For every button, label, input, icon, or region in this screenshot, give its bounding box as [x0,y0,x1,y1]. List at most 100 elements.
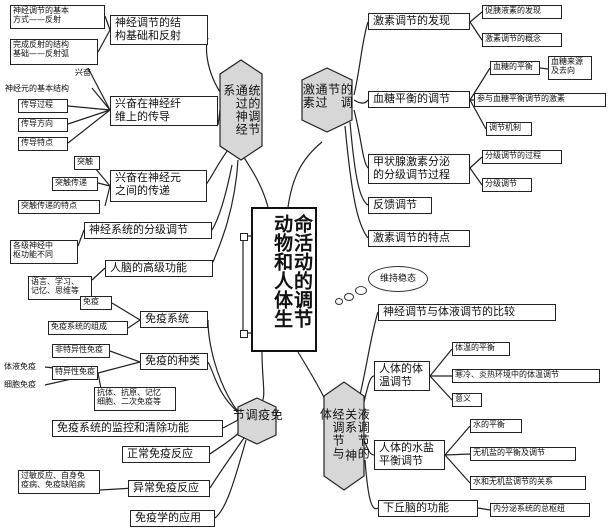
graded-regulation: 分级调节 [482,178,532,192]
antibody-memory: 抗体、抗原、记忆 细胞、二次免疫等 [94,387,176,411]
immune-system-label: 免疫系统 [145,312,189,325]
centers-function: 各级神经中 枢功能不同 [10,240,78,264]
fiber-conduction-label: 兴奋在神经纤 维上的传导 [115,97,181,123]
graded-regulation-label: 分级调节 [485,179,517,188]
temperature-environment: 寒冷、炎热环境中的体温调节 [452,369,600,383]
glucose-source: 血糖来源 及去向 [548,56,592,80]
immune-types-node: 免疫的种类 [140,353,208,370]
hub-nerve-fluid-relation: 液调节的关系 神经调节与体 [318,380,371,492]
specific-immunity-label: 特异性免疫 [55,367,95,376]
central-topic: 命活动的调节 动物和人体生 [251,207,317,352]
conduction-direction-label: 传导方向 [21,119,53,128]
water-salt-relation: 水和无机盐调节的关系 [470,476,586,490]
monitor-clear-node: 免疫系统的监控和清除功能 [52,420,223,437]
immune-system-node: 免疫系统 [140,311,208,328]
comparison-node: 神经调节与体液调节的比较 [378,304,556,321]
secretin-discovery-label: 促胰液素的发现 [485,6,541,15]
transmission-feature: 突触传递的特点 [18,200,100,214]
conduction-direction: 传导方向 [18,118,68,132]
nonspecific-immunity-label: 非特异性免疫 [55,345,103,354]
nonspecific-immunity: 非特异性免疫 [52,344,110,358]
synapse-transmission-label: 兴奋在神经元 之间的传递 [115,171,181,197]
central-topic-label: 命活动的调节 动物和人体生 [271,214,313,328]
temperature-meaning: 意义 [452,393,482,407]
immune-disorders-label: 过敏反应、自身免 疫病、免疫缺陷病 [21,471,85,490]
fiber-conduction-node: 兴奋在神经纤 维上的传导 [110,96,218,126]
synapse-transmission-short-label: 突触传递 [55,178,87,187]
hormone-discovery-label: 激素调节的发现 [373,14,450,27]
glucose-hormones-label: 参与血糖平衡调节的激素 [477,94,565,103]
glucose-source-label: 血糖来源 及去向 [551,57,583,76]
glucose-regulation-node: 血糖平衡的调节 [368,91,470,108]
abnormal-response-node: 异常免疫反应 [128,480,210,497]
conduction-process-label: 传导过程 [21,100,53,109]
hub-nerve-regulation: 统的调节 通过神经系 [218,58,264,162]
hub-fluid-label: 液调节的关系 神经调节与体 [318,408,371,462]
synapse-transmission: 突触传递 [52,177,98,191]
immune: 免疫 [80,296,112,310]
temperature-regulation-node: 人体的体 温调节 [374,361,430,391]
brain-function-label: 人脑的高级功能 [110,261,187,274]
water-balance: 水的平衡 [470,419,522,433]
hub-immune-regulation: 免疫 调节 [231,396,283,446]
hub-hormone-label: 的调节 通过激素 [301,83,354,109]
hypothalamus-node: 下丘脑的功能 [378,500,478,517]
hierarchy-node: 神经系统的分级调节 [84,222,212,239]
reflex-basic-mode: 神经调节的基本 方式——反射 [10,5,105,29]
transmission-feature-label: 突触传递的特点 [21,201,77,210]
monitor-clear-label: 免疫系统的监控和清除功能 [57,421,189,434]
glucose-balance-label: 血糖的平衡 [493,62,533,71]
reflex-structure-node: 神经调节的结 构基础和反射 [110,15,208,45]
cellular-immunity-label: 细胞免疫 [4,380,36,389]
glucose-balance: 血糖的平衡 [490,61,540,75]
cloud-dot [355,286,367,295]
regulation-mechanism: 调节机制 [486,122,532,136]
immune-types-label: 免疫的种类 [145,354,200,367]
graded-process-label: 分级调节的过程 [485,151,541,160]
glucose-hormones: 参与血糖平衡调节的激素 [474,93,606,107]
conduction-process: 传导过程 [18,99,68,113]
specific-immunity: 特异性免疫 [52,366,98,380]
reflex-structure-label: 神经调节的结 构基础和反射 [115,16,181,42]
salt-balance-label: 无机盐的平衡及调节 [473,448,545,457]
normal-response-node: 正常免疫反应 [122,446,210,463]
temperature-balance-label: 体温的平衡 [455,343,495,352]
reflex-arc-label: 完成反射的结构 基础——反射弧 [13,40,69,59]
cloud-dot [335,298,343,305]
temperature-regulation-label: 人体的体 温调节 [379,362,423,388]
brain-function-node: 人脑的高级功能 [105,260,213,277]
hormone-features-label: 激素调节的特点 [373,231,450,244]
temperature-balance: 体温的平衡 [452,342,510,356]
immune-applications-label: 免疫学的应用 [135,511,201,524]
immune-composition: 免疫系统的组成 [48,321,128,335]
center-handle-top[interactable] [240,233,248,241]
neuron-structure-label: 神经元的基本结构 [5,84,69,93]
reflex-basic-mode-label: 神经调节的基本 方式——反射 [13,6,69,25]
endocrine-hub-label: 内分泌系统的总枢纽 [493,504,565,513]
glucose-regulation-label: 血糖平衡的调节 [373,92,450,105]
immune-disorders: 过敏反应、自身免 疫病、免疫缺陷病 [18,470,100,494]
regulation-mechanism-label: 调节机制 [489,123,521,132]
conduction-feature: 传导特点 [18,137,68,151]
hormone-concept-label: 激素调节的概念 [485,34,541,43]
centers-function-label: 各级神经中 枢功能不同 [13,241,53,260]
synapse-transmission-node: 兴奋在神经元 之间的传递 [110,170,207,202]
reflex-arc: 完成反射的结构 基础——反射弧 [10,39,98,65]
endocrine-hub: 内分泌系统的总枢纽 [490,503,590,517]
center-handle-bottom[interactable] [240,330,248,338]
feedback-label: 反馈调节 [373,198,417,211]
thyroid-graded-label: 甲状腺激素分泌 的分级调节过程 [373,155,450,181]
abnormal-response-label: 异常免疫反应 [133,481,199,494]
water-salt-node: 人体的水盐 平衡调节 [374,440,445,470]
comparison-label: 神经调节与体液调节的比较 [383,305,515,318]
immune-label: 免疫 [83,297,99,306]
secretin-discovery: 促胰液素的发现 [482,5,562,19]
steady-state-cloud: 维持稳态 [368,266,428,292]
temperature-environment-label: 寒冷、炎热环境中的体温调节 [455,370,559,379]
hub-nerve-label: 统的调节 通过神经系 [221,84,261,136]
graded-process: 分级调节的过程 [482,150,562,164]
synapse: 突触 [74,156,100,170]
water-salt-label: 人体的水盐 平衡调节 [379,441,434,467]
temperature-meaning-label: 意义 [455,394,471,403]
